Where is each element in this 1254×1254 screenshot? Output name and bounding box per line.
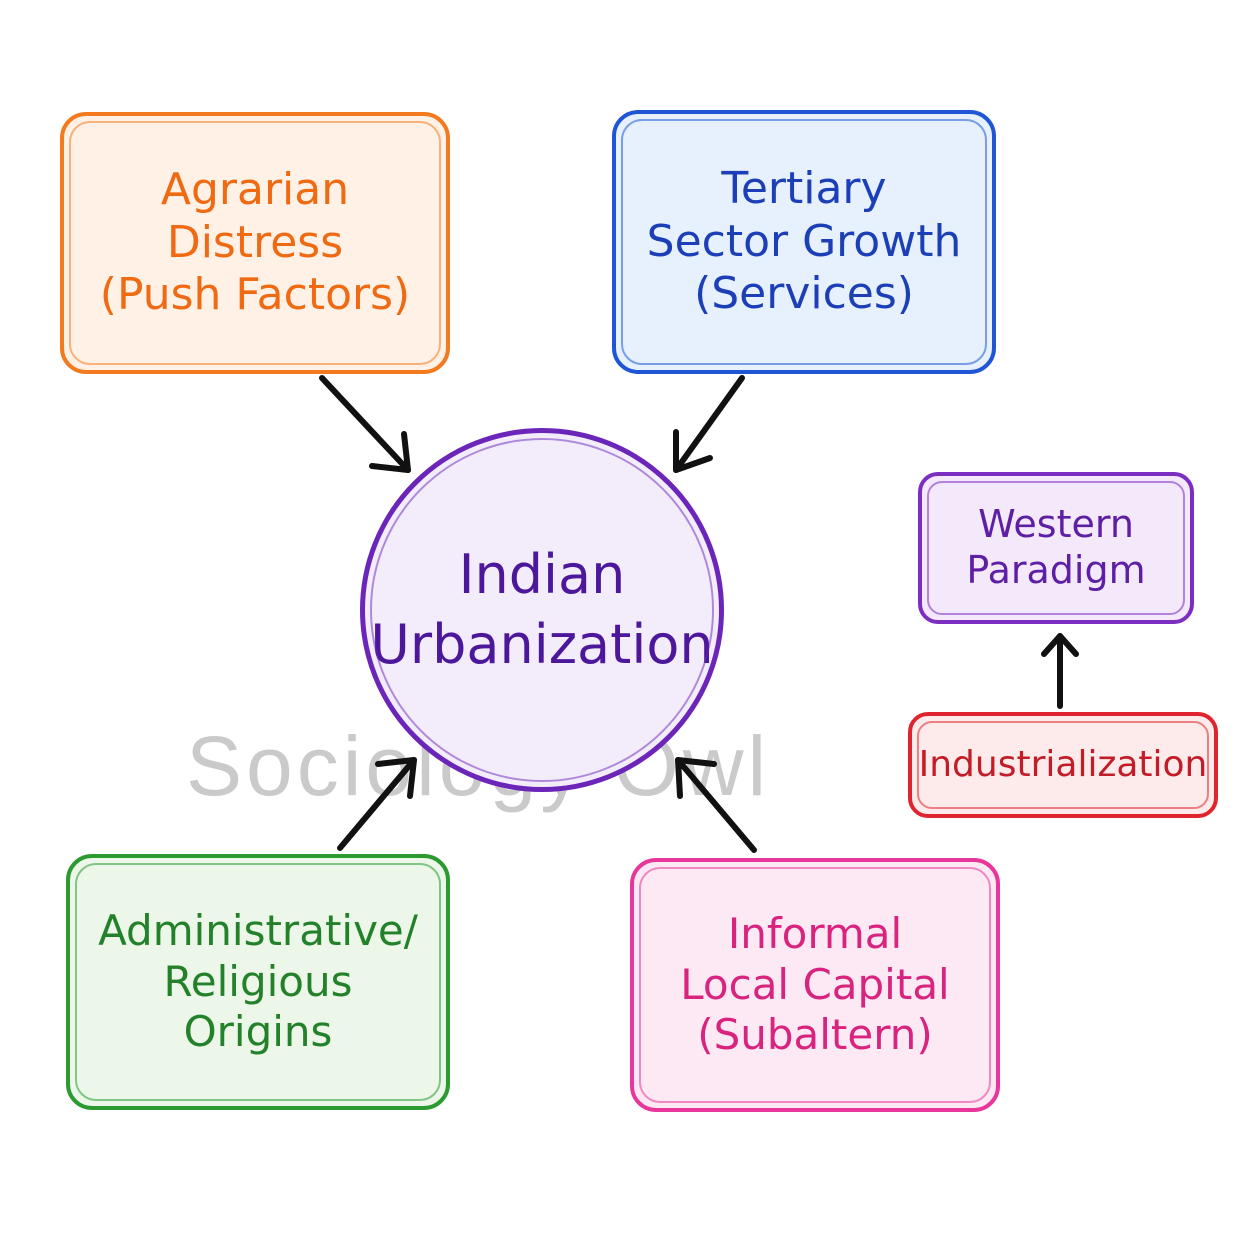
arrow-informal-to-center [675,757,757,853]
node-agrarian-line-1: Agrarian [160,163,350,215]
node-agrarian-line-3: (Push Factors) [99,269,411,321]
node-western-paradigm: Western Paradigm [918,472,1194,624]
center-line-2: Urbanization [370,613,714,676]
node-administrative-religious-origins: Administrative/ Religious Origins [66,854,450,1110]
node-admin-line-3: Origins [183,1007,333,1057]
node-western-line-2: Paradigm [966,548,1146,592]
arrow-agrarian-to-center [319,375,411,473]
node-industrialization: Industrialization [908,712,1218,818]
node-western-line-1: Western [978,502,1134,547]
node-tertiary-line-3: (Services) [694,268,914,320]
node-tertiary-line-2: Sector Growth [646,215,962,267]
node-admin-line-1: Administrative/ [98,906,418,956]
node-informal-line-2: Local Capital [680,959,950,1009]
arrow-tertiary-to-center [673,375,745,473]
node-admin-line-2: Religious [163,956,353,1006]
node-agrarian-line-2: Distress [166,216,344,268]
arrow-industrialization-to-western [1041,633,1079,709]
node-indian-urbanization: Indian Urbanization [360,428,724,792]
node-tertiary-sector-growth: Tertiary Sector Growth (Services) [612,110,996,374]
node-informal-local-capital: Informal Local Capital (Subaltern) [630,858,1000,1112]
node-informal-line-1: Informal [727,909,903,959]
node-agrarian-distress: Agrarian Distress (Push Factors) [60,112,450,374]
node-tertiary-line-1: Tertiary [721,162,887,214]
node-informal-line-3: (Subaltern) [697,1010,933,1060]
center-line-1: Indian [458,542,626,606]
arrow-admin-to-center [337,757,417,851]
node-industrial-line-1: Industrialization [918,744,1208,786]
